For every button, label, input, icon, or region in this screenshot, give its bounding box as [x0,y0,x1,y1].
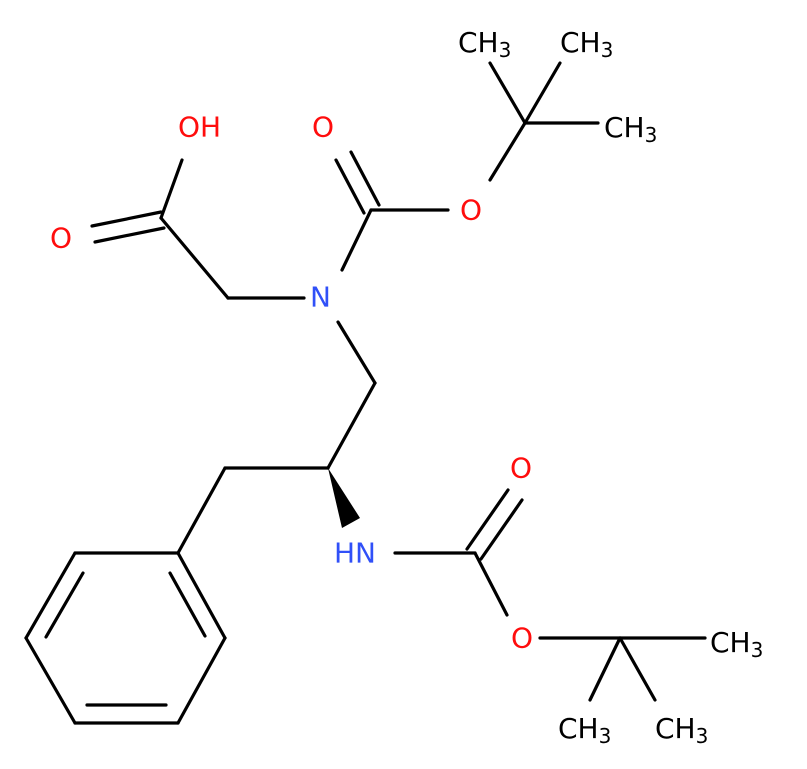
bond-ch2bn-ring [176,466,227,555]
bond-cooh-ch2 [159,216,230,300]
bond-carbonyl-double-a [334,158,366,215]
atom-o-carbonyl-bottom: O [510,452,532,485]
bond-carbonyl2-double-a [465,488,510,551]
bond-cq-ch3-b [523,61,562,125]
bond-cq-ch3-a [488,61,527,125]
methyl-bottom-lower: CH3 [655,712,708,749]
ring-inner-1 [168,571,207,638]
atom-o-ester-top: O [460,194,482,227]
bond-carbonyl2-oester [473,551,509,617]
bond-cooh-double-b [93,226,166,244]
stereo-wedge [328,468,360,528]
bond-layer [24,61,707,725]
bond-oester-cq [488,121,527,182]
methyl-top-right: CH3 [560,26,613,63]
bond-n-carbonyl [340,208,373,272]
ring-bond-1 [176,551,227,640]
methyl-top-lower: CH3 [604,111,657,148]
bond-n-ch2 [336,320,377,385]
methyl-bottom-right: CH3 [710,626,763,663]
atom-nh: HN [334,537,376,570]
methyl-top-left: CH3 [458,26,511,63]
bond-cooh-double-a [90,210,163,228]
bond-cq2-ch3-b [588,636,622,702]
ring-inner-3 [44,571,85,639]
atom-oh: OH [178,111,221,144]
atom-labels: OH O O O N HN O O CH3 CH3 CH3 CH3 CH3 CH… [50,26,763,749]
bond-cooh-oh [159,158,184,220]
atom-n: N [310,281,331,314]
ring-bond-4 [24,636,77,725]
ring-bond-2 [176,636,227,725]
bond-carbonyl-double-b [349,150,381,207]
bond-carbonyl2-double-b [479,498,524,561]
atom-o-carbonyl-top: O [312,111,334,144]
bond-ch2-chiral [326,381,377,470]
methyl-bottom-left: CH3 [558,712,611,749]
atom-o-acid: O [50,222,72,255]
atom-o-ester-bottom: O [511,622,533,655]
ring-bond-5 [24,551,77,640]
bond-cq2-ch3-c [618,636,657,702]
